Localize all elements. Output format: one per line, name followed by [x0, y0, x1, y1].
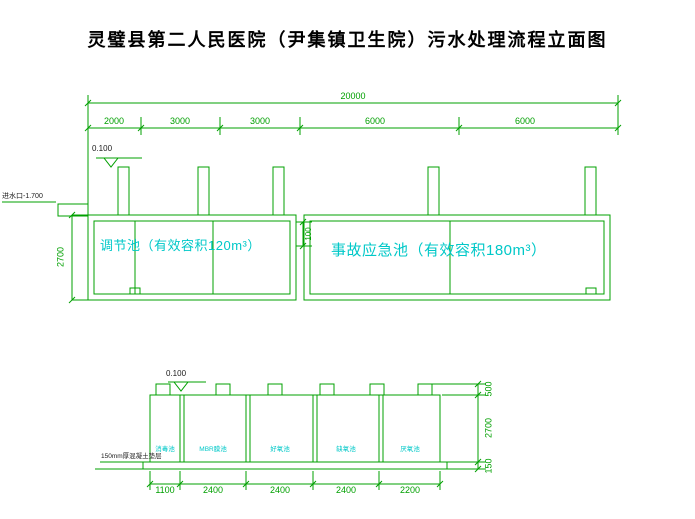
base-note: 150mm厚混凝土垫层: [101, 453, 162, 460]
tank-left-label: 调节池（有效容积120m³）: [100, 238, 261, 253]
dim-overall-width: 20000: [340, 91, 366, 101]
dim-bottom-4: 2400: [335, 485, 357, 495]
dim-bottom-2: 2400: [202, 485, 224, 495]
dim-segment-2: 3000: [169, 116, 191, 126]
dim-joint: 100: [304, 227, 313, 241]
dim-bottom-5: 2200: [399, 485, 421, 495]
bottom-view-lines: [95, 380, 486, 490]
inlet-note: 进水口-1.700: [2, 193, 43, 200]
top-view-lines: [2, 95, 622, 304]
dim-right-3: 150: [483, 458, 494, 474]
level-mark-top: 0.100: [92, 144, 113, 153]
chamber-label-4: 缺氧池: [336, 446, 356, 453]
level-mark-bottom: 0.100: [166, 369, 187, 378]
chamber-label-5: 厌氧池: [400, 446, 420, 453]
dim-right-2: 2700: [483, 417, 494, 439]
dim-tank-height: 2700: [55, 246, 66, 268]
dim-right-1: 500: [483, 381, 494, 397]
chamber-label-1: 消毒池: [155, 446, 175, 453]
dim-segment-1: 2000: [103, 116, 125, 126]
chamber-label-2: MBR膜池: [199, 446, 227, 453]
dim-segment-4: 6000: [364, 116, 386, 126]
drawing-title: 灵璧县第二人民医院（尹集镇卫生院）污水处理流程立面图: [87, 30, 608, 50]
chamber-label-3: 好氧池: [270, 446, 290, 453]
tank-right-label: 事故应急池（有效容积180m³）: [331, 242, 547, 259]
dim-segment-5: 6000: [514, 116, 536, 126]
dim-segment-3: 3000: [249, 116, 271, 126]
dim-bottom-1: 1100: [155, 485, 175, 495]
dim-bottom-3: 2400: [269, 485, 291, 495]
